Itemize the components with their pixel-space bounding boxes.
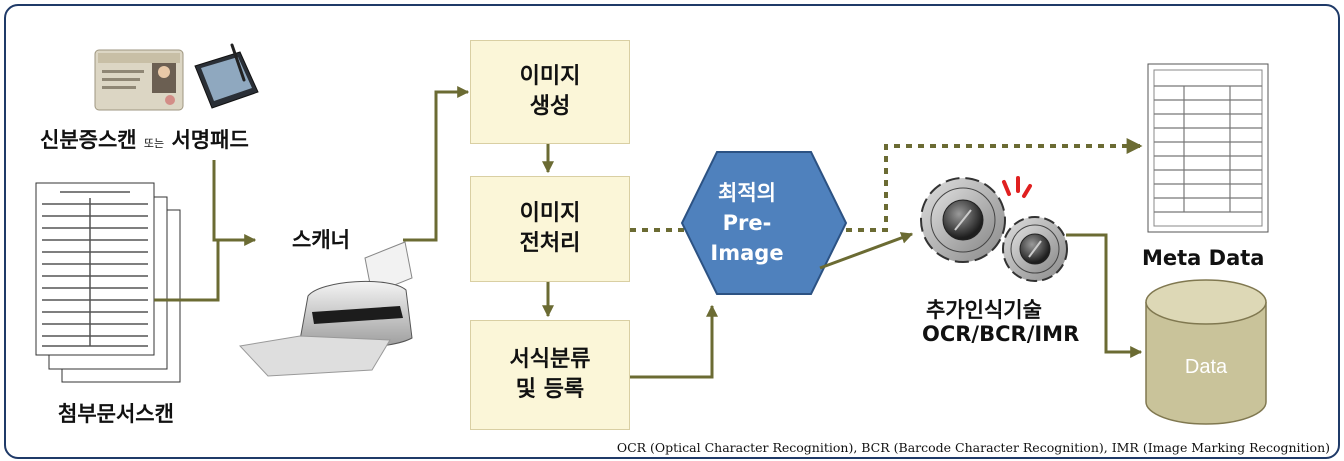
hexagon-label: 최적의 Pre- Image [710,181,784,265]
process-step-preprocessing: 이미지 전처리 [470,176,630,282]
database-label: Data [1184,356,1228,378]
process-step-form-classification: 서식분류 및 등록 [470,320,630,430]
scanner-label: 스캐너 [292,228,350,252]
recognition-methods: OCR/BCR/IMR [922,322,1080,346]
database-cylinder [1145,279,1267,425]
meta-data-label: Meta Data [1142,246,1265,270]
gear-icon [920,177,1006,263]
attachment-scan-label: 첨부문서스캔 [58,402,174,426]
id-card-icon [94,49,184,111]
alert-marks-icon [1002,176,1032,198]
footnote: OCR (Optical Character Recognition), BCR… [616,440,1330,455]
or-word: 또는 [143,137,165,150]
output-connectors [819,138,1143,358]
id-scan-label: 신분증스캔 또는 서명패드 [40,124,249,154]
sign-pad-text: 서명패드 [171,128,249,152]
pre-image-hexagon [680,151,848,295]
signature-pad-icon [194,43,259,109]
input-connectors [154,86,470,302]
meta-data-document-icon [1147,63,1269,233]
scanner-icon [238,241,413,377]
document-stack-icon [35,182,181,383]
recognition-title: 추가인식기술 [926,298,1042,322]
process-arrows [542,144,718,379]
id-scan-text: 신분증스캔 [40,128,137,152]
process-step-image-creation: 이미지 생성 [470,40,630,144]
small-gear-icon [1002,216,1068,282]
